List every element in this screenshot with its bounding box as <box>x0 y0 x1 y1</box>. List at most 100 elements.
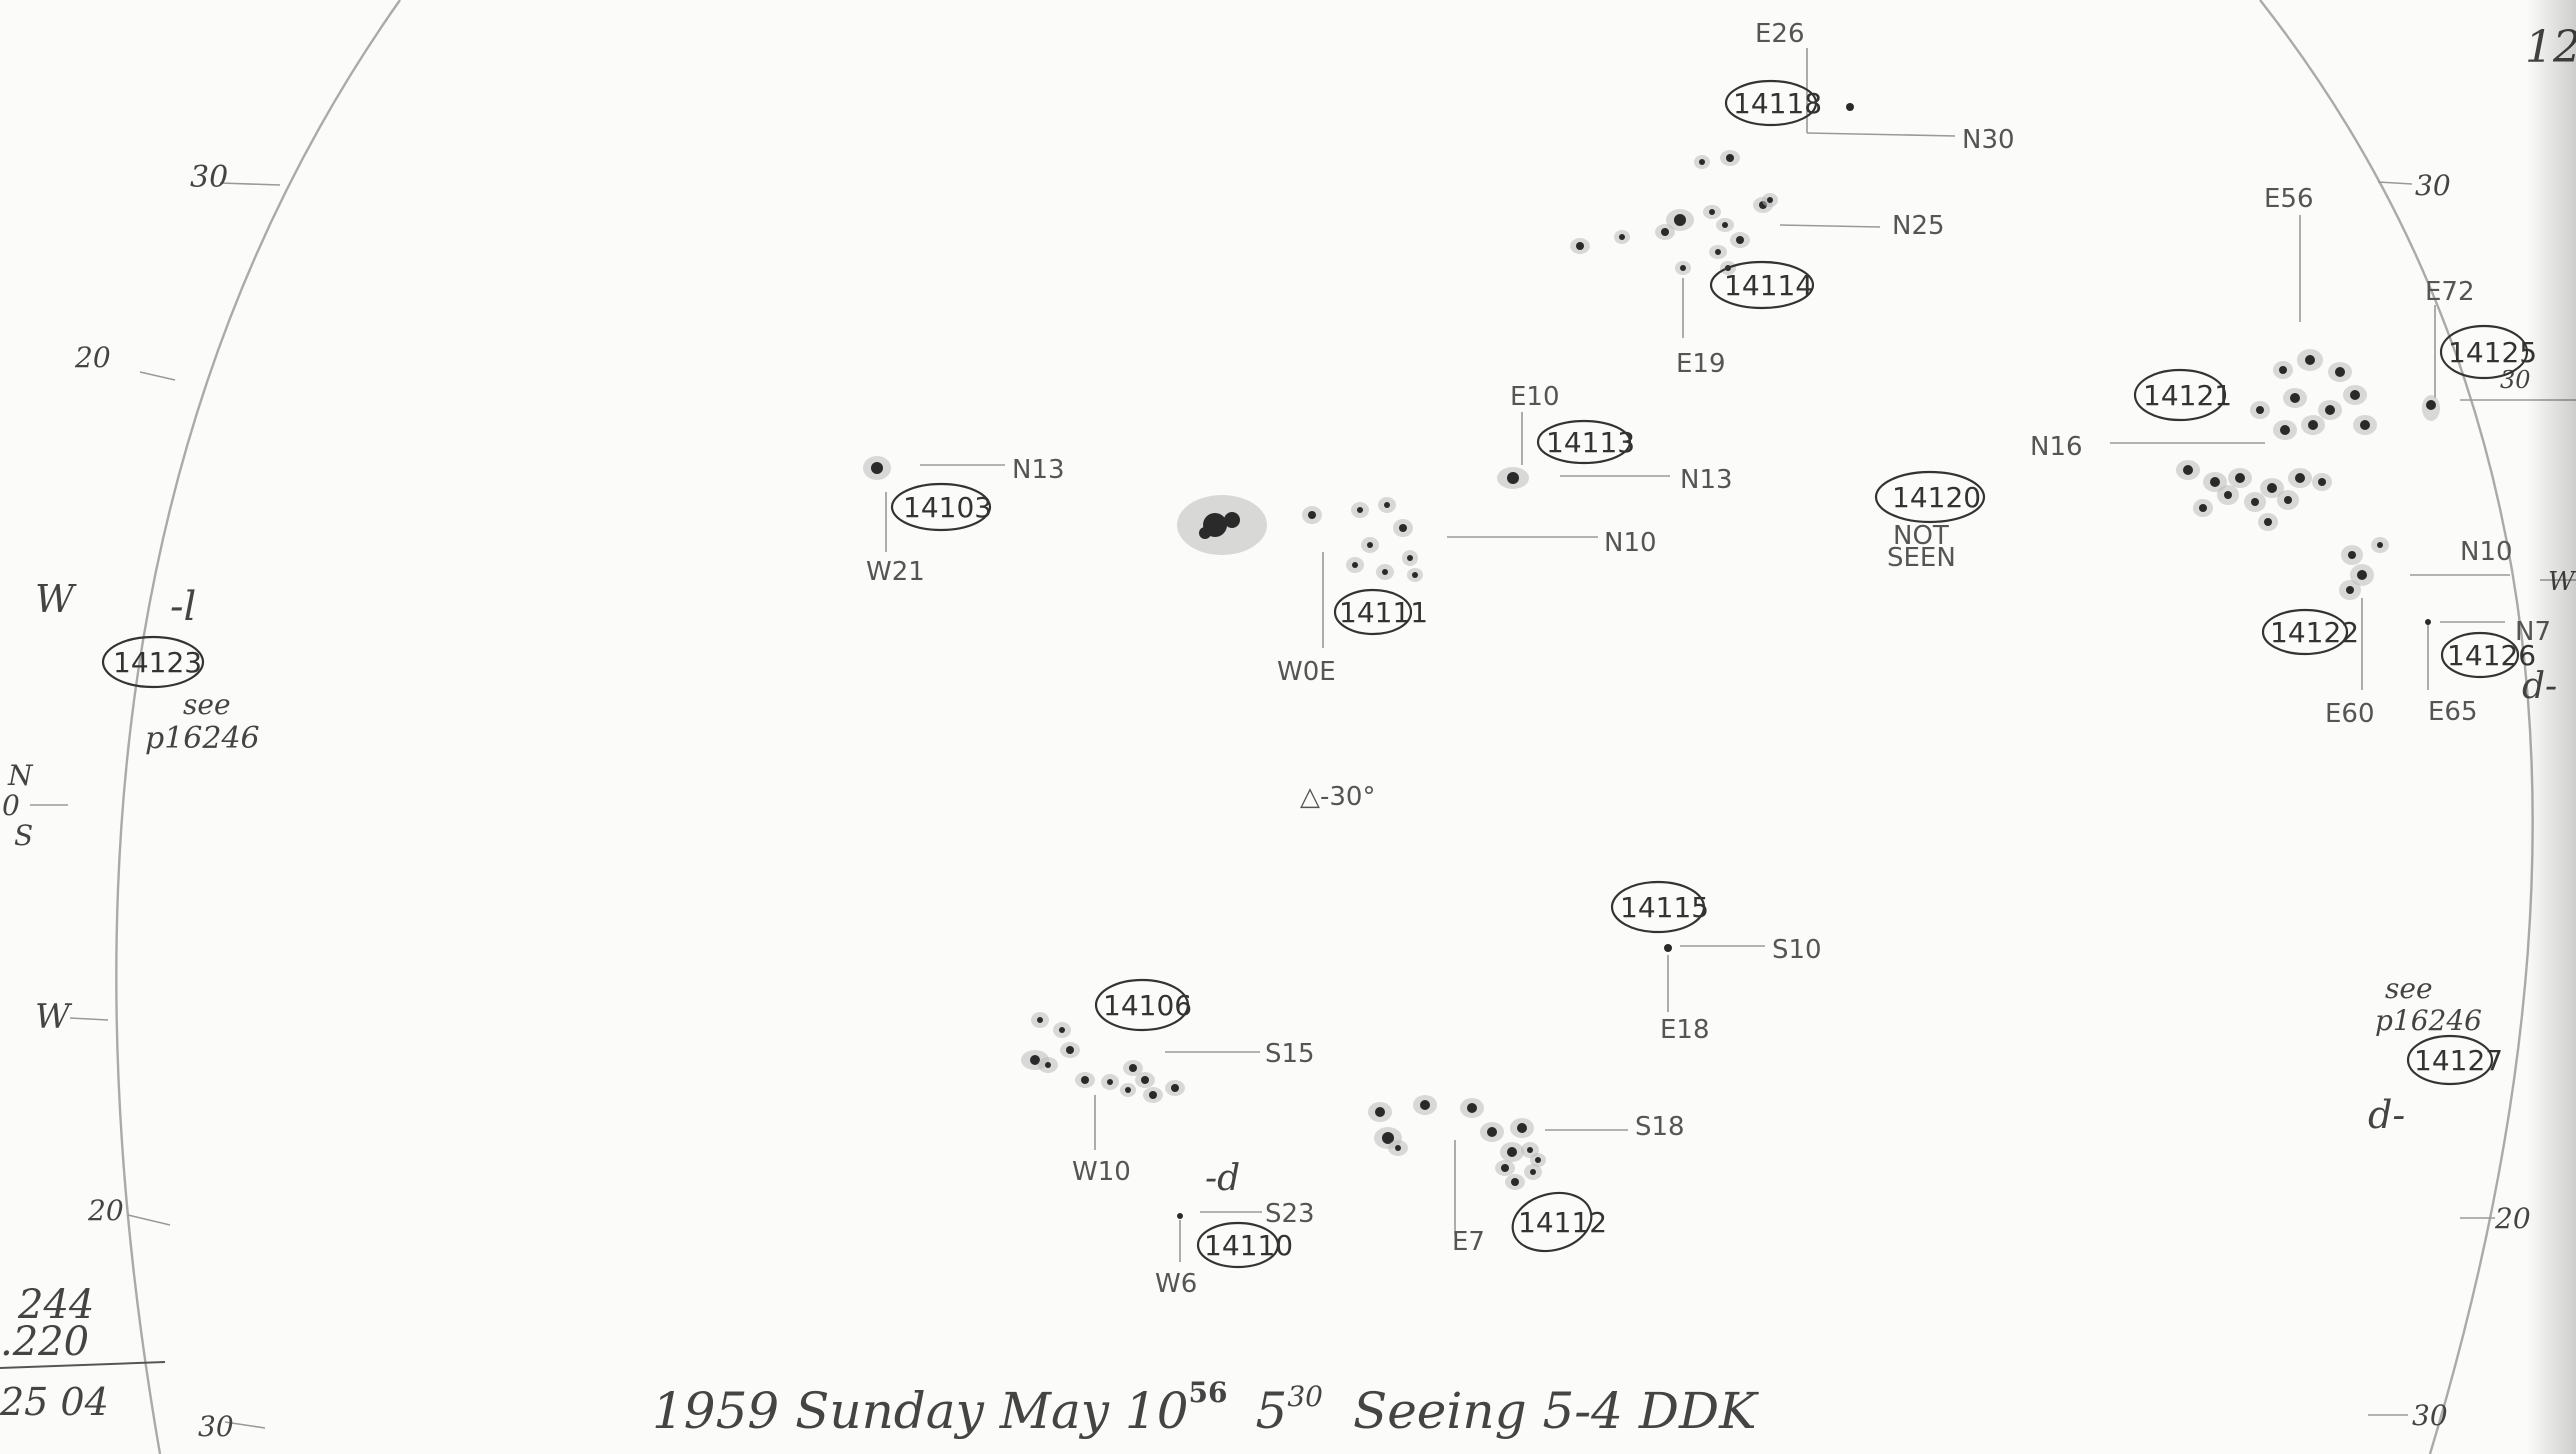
calc-line-1: 244 <box>17 1282 94 1328</box>
page-corner-label: 12 <box>2525 22 2576 73</box>
sunspot-region-14112: S18 E7 14112 <box>1368 1095 1685 1257</box>
region-14126-label-e65: E65 <box>2428 697 2478 727</box>
left-tick-30: 30 <box>190 160 228 195</box>
sunspot-region-14106: 14106 S15 W10 <box>1021 978 1315 1187</box>
left-tick-s: S <box>14 819 33 852</box>
sunspot-region-14126: N7 14126 E65 d- <box>2425 617 2557 727</box>
sunspot-region-14127: see p16246 14127 d- <box>2368 972 2503 1137</box>
left-tick-zero: 0 <box>2 789 20 822</box>
region-14118-label-e26: E26 <box>1755 19 1805 49</box>
region-14112-label-s18: S18 <box>1635 1112 1685 1142</box>
sunspot-region-14118: E26 N30 14118 <box>1724 19 2015 155</box>
sunspot-region-14122: N10 E60 14122 <box>2261 537 2513 729</box>
region-14113-label-e10: E10 <box>1510 382 1560 412</box>
solar-limb-left <box>115 0 401 1454</box>
scan-edge-shadow <box>2526 0 2576 1454</box>
region-14126-label-n7: N7 <box>2515 617 2551 647</box>
caption-date-sup: 56 <box>1189 1376 1228 1409</box>
sunspot-region-14114: N25 E19 14114 <box>1570 150 1945 379</box>
region-14112-label-e7: E7 <box>1452 1227 1485 1257</box>
region-14118-id: 14118 <box>1733 87 1822 120</box>
region-14114-label-e19: E19 <box>1676 349 1726 379</box>
region-14113-id: 14113 <box>1546 426 1635 459</box>
left-tick-20: 20 <box>74 341 111 374</box>
region-14115-label-s10: S10 <box>1772 935 1822 965</box>
region-14121-label-n16: N16 <box>2030 432 2083 462</box>
region-14122-id: 14122 <box>2270 616 2359 649</box>
disk-center-mark: △-30° <box>1300 782 1375 812</box>
sunspot-region-14103: N13 W21 14103 <box>863 455 1065 587</box>
region-14122-label-e60: E60 <box>2325 699 2375 729</box>
left-tick-w: W <box>35 577 77 621</box>
region-14123-note-ref: p16246 <box>145 721 260 756</box>
region-14125-id: 14125 <box>2448 336 2537 369</box>
region-14122-label-n10: N10 <box>2460 537 2513 567</box>
region-14118-label-n30: N30 <box>1962 125 2015 155</box>
region-14103-id: 14103 <box>903 491 992 524</box>
region-14111-label-n10: N10 <box>1604 528 1657 558</box>
left-tick-w2: W <box>35 997 73 1037</box>
calc-line-2: .220 <box>0 1319 89 1365</box>
caption-seeing: Seeing 5-4 DDK <box>1353 1382 1759 1440</box>
region-14111-label-w0e: W0E <box>1277 657 1336 687</box>
region-14121-spots <box>2176 349 2377 531</box>
region-14114-label-n25: N25 <box>1892 211 1945 241</box>
region-14106-id: 14106 <box>1103 989 1192 1022</box>
region-14121-id: 14121 <box>2143 379 2232 412</box>
left-tick-30b: 30 <box>198 1410 234 1443</box>
region-14114-id: 14114 <box>1724 269 1813 302</box>
region-14106-label-w10: W10 <box>1072 1157 1131 1187</box>
region-14126-id: 14126 <box>2447 639 2536 672</box>
sunspot-region-14125: E72 14125 <box>2422 277 2537 421</box>
region-14127-note-ref: p16246 <box>2375 1004 2482 1037</box>
region-14120-note-seen: SEEN <box>1887 543 1956 573</box>
sunspot-region-14120: 14120 NOT SEEN <box>1874 470 1986 573</box>
region-14112-spots <box>1368 1095 1546 1190</box>
region-14120-note-not: NOT <box>1893 521 1949 551</box>
region-14126-note-d: d- <box>2522 666 2557 707</box>
region-14103-label-w21: W21 <box>866 557 925 587</box>
region-14127-note-see: see <box>2385 972 2433 1005</box>
region-14125-label-e72: E72 <box>2425 277 2475 307</box>
region-14110-label-w6: W6 <box>1155 1269 1197 1299</box>
region-14110-note-d: -d <box>1205 1158 1240 1199</box>
region-14106-spots <box>1021 1012 1185 1103</box>
region-14111-id: 14111 <box>1339 596 1428 629</box>
region-14106-label-s15: S15 <box>1265 1039 1315 1069</box>
right-tick-30c: 30 <box>2412 1399 2448 1432</box>
left-tick-n: N <box>7 759 34 792</box>
region-14110-id: 14110 <box>1204 1229 1293 1262</box>
right-limb-scale: 30 30 W 20 30 <box>2368 169 2576 1432</box>
left-limb-scale: 30 20 W N 0 S W 20 30 <box>2 160 281 1443</box>
solar-limb-right <box>2259 0 2534 1454</box>
region-14113-label-n13: N13 <box>1680 465 1733 495</box>
sunspot-region-14121: E56 N16 14121 <box>2030 184 2377 531</box>
margin-calculation: 244 .220 25 04 <box>0 1282 166 1424</box>
left-tick-20b: 20 <box>87 1194 124 1227</box>
region-14123-note-see: see <box>183 688 231 721</box>
calc-line-3: 25 04 <box>0 1380 109 1424</box>
caption-date: 1959 Sunday May 10 <box>652 1382 1189 1440</box>
region-14121-label-e56: E56 <box>2264 184 2314 214</box>
sunspot-region-14113: E10 N13 14113 <box>1497 382 1733 495</box>
region-14127-id: 14127 <box>2414 1044 2503 1077</box>
region-14123-note-l: -l <box>170 584 196 630</box>
caption-time: 5 <box>1256 1382 1288 1440</box>
right-tick-w: W <box>2548 567 2576 597</box>
sunspot-region-14110: -d S23 W6 14110 <box>1155 1158 1315 1299</box>
sunspot-region-14111: N10 W0E 14111 <box>1177 495 1657 687</box>
region-14127-note-d: d- <box>2368 1093 2405 1137</box>
region-14114-spots <box>1570 150 1778 275</box>
region-14103-label-n13: N13 <box>1012 455 1065 485</box>
region-14115-id: 14115 <box>1620 891 1709 924</box>
sunspot-region-14123: -l 14123 see p16246 <box>101 584 260 756</box>
right-tick-30: 30 <box>2415 169 2451 202</box>
region-14112-id: 14112 <box>1518 1206 1607 1239</box>
region-14120-id: 14120 <box>1892 481 1981 514</box>
right-tick-20: 20 <box>2494 1202 2531 1235</box>
region-14123-id: 14123 <box>113 646 202 679</box>
